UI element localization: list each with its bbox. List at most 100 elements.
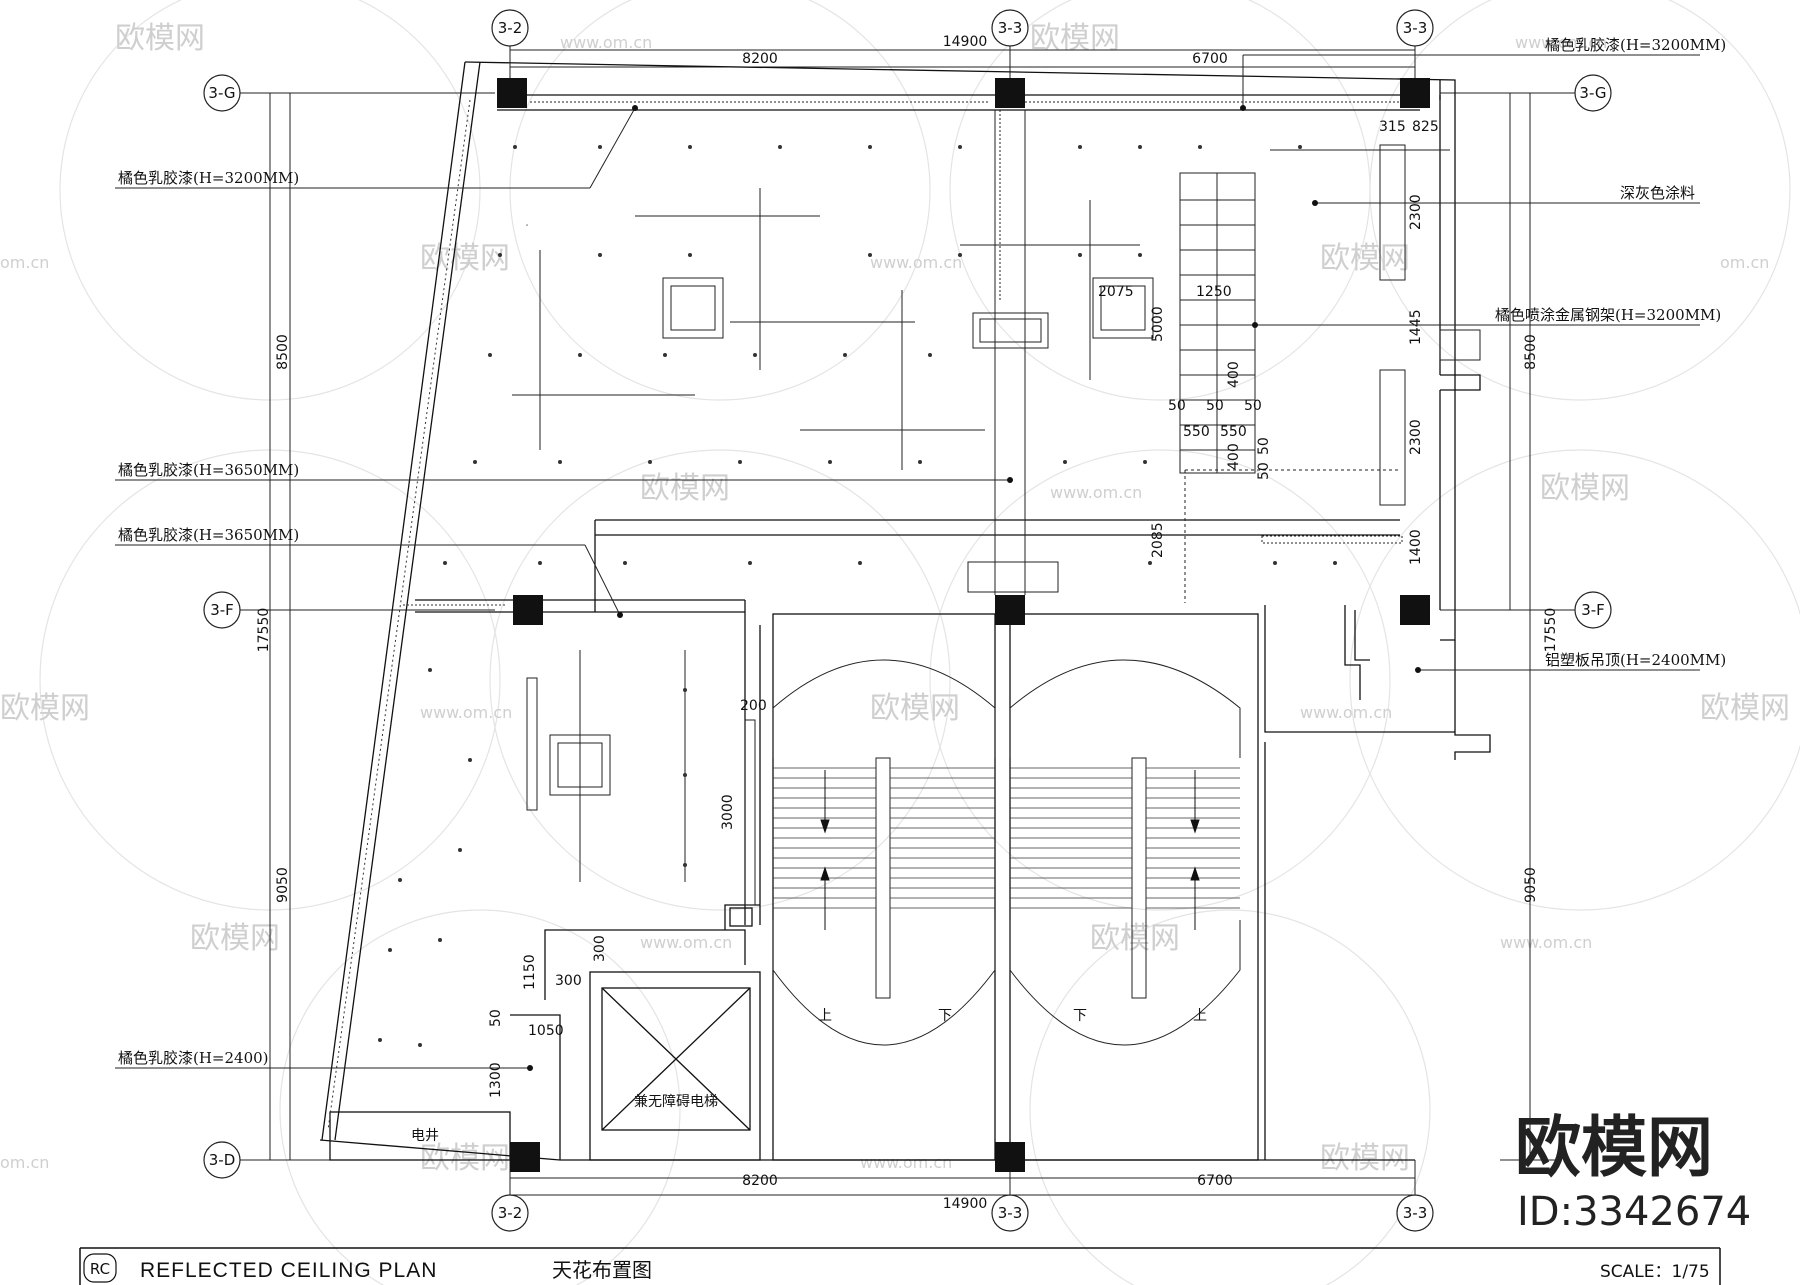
dim-2300a: 2300 bbox=[1408, 194, 1424, 230]
dim-left-lower: 9050 bbox=[275, 867, 291, 903]
watermark-site: www.om.cn bbox=[1500, 933, 1592, 952]
watermark-brand: 欧模网 bbox=[1320, 241, 1410, 276]
dim-300a: 300 bbox=[592, 935, 608, 962]
watermark-brand: 欧模网 bbox=[420, 1141, 510, 1176]
watermark-site-short: om.cn bbox=[1720, 253, 1769, 272]
watermark-site: www.om.cn bbox=[640, 933, 732, 952]
scale-text: SCALE：1/75 bbox=[1600, 1262, 1710, 1282]
dim-2085: 2085 bbox=[1150, 522, 1166, 558]
dim-300b: 300 bbox=[555, 973, 582, 989]
annotation-top-right: 橘色乳胶漆(H=3200MM) bbox=[1545, 36, 1726, 54]
grid-label-left: 3-G bbox=[208, 84, 235, 102]
dim-bottom-right: 6700 bbox=[1197, 1173, 1233, 1189]
dim-1250: 1250 bbox=[1196, 284, 1232, 300]
grid-label-bottom: 3-3 bbox=[998, 1204, 1023, 1222]
dim-top-left: 8200 bbox=[742, 51, 778, 67]
dim-left-upper: 8500 bbox=[275, 334, 291, 370]
grid-label-bottom: 3-2 bbox=[498, 1204, 523, 1222]
grid-label-bottom: 3-3 bbox=[1403, 1204, 1428, 1222]
room-labels: 兼无障碍电梯 电井 上 下 下 上 bbox=[411, 1008, 1207, 1144]
watermark-layer bbox=[39, 0, 1800, 1285]
annotations: 橘色乳胶漆(H=3200MM) 橘色乳胶漆(H=3200MM) 橘色乳胶漆(H=… bbox=[118, 36, 1726, 1067]
title-text-cn: 天花布置图 bbox=[552, 1258, 652, 1282]
dim-400a: 400 bbox=[1226, 361, 1242, 388]
annotation-right-3: 铝塑板吊顶(H=2400MM) bbox=[1545, 651, 1726, 669]
dim-5000: 5000 bbox=[1150, 306, 1166, 342]
grid-label-left: 3-F bbox=[210, 601, 234, 619]
grid-label-top: 3-3 bbox=[998, 19, 1023, 37]
room-shaft: 电井 bbox=[411, 1128, 439, 1144]
dim-top-total: 14900 bbox=[943, 34, 988, 50]
watermark-site: www.om.cn bbox=[1515, 33, 1607, 52]
annotation-left-3: 橘色乳胶漆(H=3650MM) bbox=[118, 526, 299, 544]
brand-watermark: 欧模网 ID:3342674 bbox=[1515, 1109, 1751, 1235]
dim-right-upper: 8500 bbox=[1523, 334, 1539, 370]
stair-treads bbox=[773, 767, 1240, 909]
inline-dimensions: 315 825 2300 1445 2300 1400 2075 1250 50… bbox=[488, 119, 1439, 1098]
brand-logo-text: 欧模网 bbox=[1515, 1109, 1713, 1186]
hatched-wall-strip bbox=[327, 99, 505, 1131]
stair-up-label: 上 bbox=[1193, 1008, 1207, 1024]
dim-1400: 1400 bbox=[1408, 529, 1424, 565]
stair-down-label: 下 bbox=[938, 1008, 952, 1024]
grid-label-right: 3-F bbox=[1581, 601, 1605, 619]
dim-550b: 550 bbox=[1220, 424, 1247, 440]
dim-1445: 1445 bbox=[1408, 309, 1424, 345]
dim-50f: 50 bbox=[488, 1009, 504, 1027]
brand-id-text: ID:3342674 bbox=[1517, 1189, 1751, 1235]
dim-3000: 3000 bbox=[720, 794, 736, 830]
watermark-brand: 欧模网 bbox=[1540, 471, 1630, 506]
watermark-site: www.om.cn bbox=[1050, 483, 1142, 502]
grid-labels: 3-2 3-3 3-3 3-2 3-3 3-3 3-G 3-F 3-D 3-G … bbox=[208, 19, 1606, 1222]
dim-top-right: 6700 bbox=[1192, 51, 1228, 67]
watermark-brand: 欧模网 bbox=[190, 921, 280, 956]
dim-50b: 50 bbox=[1206, 398, 1224, 414]
annotation-right-1: 深灰色涂料 bbox=[1620, 184, 1695, 202]
dim-315: 315 bbox=[1379, 119, 1406, 135]
watermark-text-layer: 欧模网 www.om.cn 欧模网 www.om.cn om.cn 欧模网 ww… bbox=[0, 21, 1790, 1176]
dim-50d: 50 bbox=[1256, 437, 1272, 455]
title-code: RC bbox=[90, 1260, 110, 1278]
watermark-site-short: om.cn bbox=[0, 253, 49, 272]
title-text: REFLECTED CEILING PLAN bbox=[140, 1259, 437, 1282]
annotation-leaders bbox=[115, 54, 1700, 1069]
dim-1300: 1300 bbox=[488, 1062, 504, 1098]
watermark-brand: 欧模网 bbox=[0, 691, 90, 726]
downlights bbox=[378, 145, 1337, 1047]
dim-200: 200 bbox=[740, 698, 767, 714]
watermark-brand: 欧模网 bbox=[1030, 21, 1120, 56]
dim-550a: 550 bbox=[1183, 424, 1210, 440]
watermark-site: www.om.cn bbox=[860, 1153, 952, 1172]
grid-label-top: 3-2 bbox=[498, 19, 523, 37]
watermark-site: www.om.cn bbox=[420, 703, 512, 722]
stair-arrows bbox=[820, 770, 1200, 930]
grid-label-right: 3-G bbox=[1579, 84, 1606, 102]
annotation-right-2: 橘色喷涂金属钢架(H=3200MM) bbox=[1495, 306, 1721, 324]
room-elevator: 兼无障碍电梯 bbox=[634, 1094, 718, 1110]
watermark-brand: 欧模网 bbox=[115, 21, 205, 56]
watermark-site: www.om.cn bbox=[560, 33, 652, 52]
dim-1150: 1150 bbox=[522, 954, 538, 990]
dim-825: 825 bbox=[1412, 119, 1439, 135]
stair-up-label: 上 bbox=[818, 1008, 832, 1024]
annotation-left-1: 橘色乳胶漆(H=3200MM) bbox=[118, 169, 299, 187]
annotation-left-4: 橘色乳胶漆(H=2400) bbox=[118, 1049, 269, 1067]
grid-label-left: 3-D bbox=[209, 1151, 236, 1169]
dim-1050: 1050 bbox=[528, 1023, 564, 1039]
dim-bottom-left: 8200 bbox=[742, 1173, 778, 1189]
stair-down-label: 下 bbox=[1073, 1008, 1087, 1024]
watermark-site-short: om.cn bbox=[0, 1153, 49, 1172]
watermark-brand: 欧模网 bbox=[1090, 921, 1180, 956]
watermark-brand: 欧模网 bbox=[420, 241, 510, 276]
dimension-lines bbox=[240, 44, 1575, 1200]
watermark-site: www.om.cn bbox=[870, 253, 962, 272]
watermark-brand: 欧模网 bbox=[640, 471, 730, 506]
title-block: RC REFLECTED CEILING PLAN 天花布置图 SCALE：1/… bbox=[79, 1247, 1721, 1285]
dim-400b: 400 bbox=[1226, 443, 1242, 470]
annotation-left-2: 橘色乳胶漆(H=3650MM) bbox=[118, 461, 299, 479]
building-outline bbox=[319, 61, 1491, 1161]
dim-2075: 2075 bbox=[1098, 284, 1134, 300]
dim-bottom-total: 14900 bbox=[943, 1196, 988, 1212]
ceiling-fixtures bbox=[512, 101, 1481, 1046]
